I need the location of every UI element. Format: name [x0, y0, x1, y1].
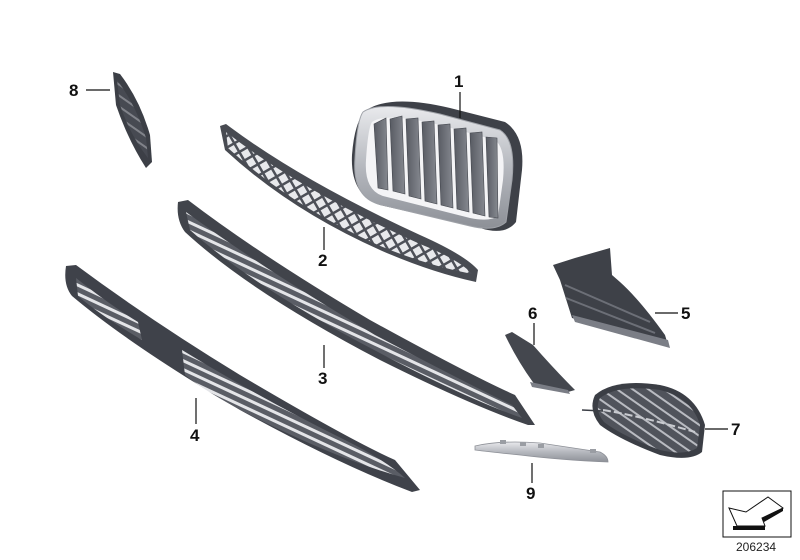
callout-8[interactable]: 8	[69, 81, 79, 100]
callout-5[interactable]: 5	[681, 304, 691, 323]
part-5-duct-bracket[interactable]	[553, 248, 670, 348]
callout-2[interactable]: 2	[318, 251, 328, 270]
callout-4[interactable]: 4	[190, 426, 200, 445]
part-9-chrome-strip[interactable]	[474, 440, 609, 463]
callout-6[interactable]: 6	[528, 304, 538, 323]
leader-lines	[86, 89, 728, 483]
callout-7[interactable]: 7	[731, 420, 741, 439]
part-8-side-insert[interactable]	[113, 72, 152, 168]
part-1-kidney-grille[interactable]	[351, 101, 523, 231]
diagram-number: 206234	[736, 540, 777, 554]
part-7-fog-lamp-grille[interactable]	[581, 382, 705, 458]
part-3-center-mesh[interactable]	[177, 200, 536, 425]
part-4-lower-mesh[interactable]	[65, 265, 420, 492]
callout-3[interactable]: 3	[318, 369, 328, 388]
part-2-upper-mesh-strip[interactable]	[220, 124, 478, 282]
callout-9[interactable]: 9	[526, 484, 536, 503]
reference-arrow-icon	[722, 490, 792, 538]
part-6-cover-panel[interactable]	[505, 332, 575, 394]
callout-1[interactable]: 1	[454, 72, 464, 91]
